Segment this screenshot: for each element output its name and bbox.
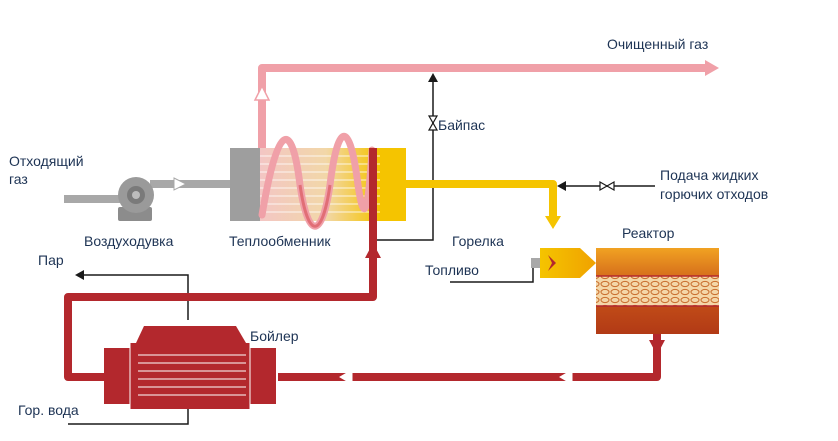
- feed-water-label: Гор. вода: [18, 402, 79, 418]
- clean-gas-label: Очищенный газ: [607, 36, 708, 52]
- liquid-waste-label-line2: горючих отходов: [660, 186, 768, 202]
- hot-gas-to-burner-pipe: [406, 180, 561, 229]
- heat-exchanger: [230, 132, 406, 230]
- steam-label: Пар: [38, 252, 64, 268]
- boiler: [104, 326, 276, 409]
- inlet-arrow-icon: [173, 177, 188, 191]
- steam-line: [80, 274, 189, 320]
- liquid-valve-icon: [599, 180, 615, 192]
- heat-exchanger-label: Теплообменник: [229, 233, 331, 249]
- reactor-down-arrow-icon: [649, 340, 665, 355]
- steam-arrow-icon: [75, 270, 84, 280]
- thin-lines: [68, 78, 655, 425]
- blower-icon: [118, 177, 154, 221]
- up-arrow-icon: [253, 84, 271, 101]
- up-arrow-red-icon: [365, 243, 381, 258]
- blower-label: Воздуходувка: [84, 233, 174, 249]
- bypass-arrow-icon: [428, 73, 438, 82]
- flame-icon: [548, 255, 556, 271]
- reactor-label: Реактор: [622, 225, 675, 241]
- down-arrow-icon: [545, 216, 561, 229]
- liquid-arrow-icon: [557, 181, 566, 191]
- fuel-label: Топливо: [425, 262, 479, 278]
- burner-label: Горелка: [452, 233, 504, 249]
- waste-gas-label-line1: Отходящий: [9, 153, 84, 169]
- clean-gas-arrow-icon: [705, 60, 719, 76]
- bypass-valve-icon: [427, 115, 439, 131]
- waste-gas-label-line2: газ: [9, 171, 28, 187]
- bypass-line: [372, 78, 434, 241]
- waste-gas-pipe: [64, 177, 232, 203]
- liquid-waste-label-line1: Подача жидких: [660, 167, 758, 183]
- labels: Очищенный газ Отходящий газ Байпас Подач…: [9, 36, 768, 418]
- boiler-label: Бойлер: [250, 328, 299, 344]
- hot-return-pipe: [64, 148, 665, 385]
- fuel-line: [450, 265, 534, 283]
- burner: [531, 248, 596, 278]
- water-line: [68, 405, 189, 425]
- reactor: [596, 248, 719, 334]
- bypass-label: Байпас: [438, 117, 485, 133]
